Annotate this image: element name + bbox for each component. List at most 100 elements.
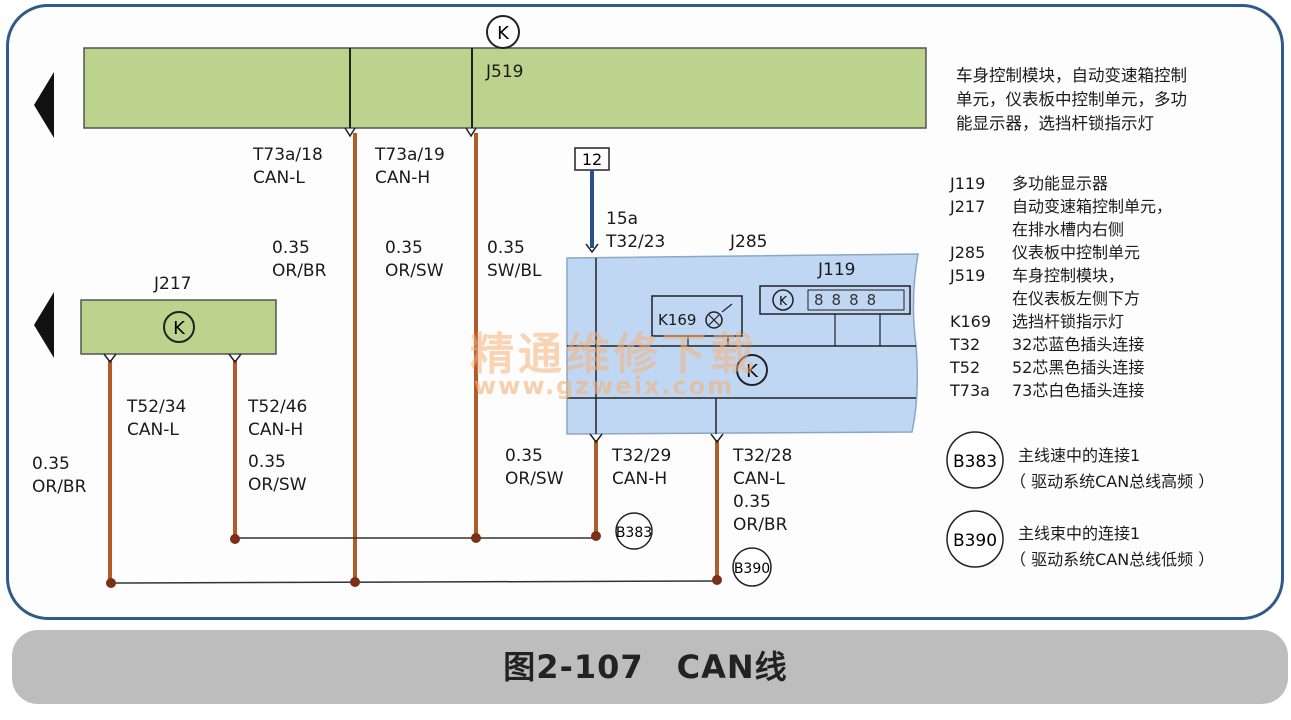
k169-label: K169 xyxy=(658,311,697,329)
legend-b390-circle xyxy=(946,510,1004,568)
legend-text: 车身控制模块， 在仪表板左侧下方 xyxy=(1012,266,1141,308)
connector-arrow xyxy=(103,353,117,364)
legend-b383-sub: （ 驱动系统CAN总线高频 ） xyxy=(1010,472,1215,491)
j519-module xyxy=(83,47,927,129)
legend-text: 52芯黑色插头连接 xyxy=(1012,358,1145,377)
t52-46-signal: CAN-H xyxy=(248,420,304,440)
j285-left-color: OR/SW xyxy=(505,469,564,489)
b390-circle xyxy=(732,547,772,587)
legend-item: T73a 73芯白色插头连接 xyxy=(950,379,1172,402)
t52-34-pin: T52/34 xyxy=(127,397,187,417)
mid-size: 0.35 xyxy=(248,452,286,472)
j217-module xyxy=(80,299,277,355)
legend-item: J119 多功能显示器 xyxy=(950,172,1172,195)
legend-text: 73芯白色插头连接 xyxy=(1012,381,1145,400)
can-symbol-j119 xyxy=(772,289,794,311)
legend-code: K169 xyxy=(950,312,992,331)
lamp-icon xyxy=(705,311,723,329)
connector-arrow xyxy=(589,433,603,444)
t32-28-pin: T32/28 xyxy=(733,446,793,466)
w1-color: OR/BR xyxy=(272,261,327,281)
legend-text: 仪表板中控制单元 xyxy=(1012,243,1141,262)
legend-code: T52 xyxy=(950,358,981,377)
splice-dot xyxy=(106,578,116,588)
legend-code: J519 xyxy=(950,266,986,285)
legend-item: T52 52芯黑色插头连接 xyxy=(950,356,1172,379)
legend-code: J119 xyxy=(950,174,986,193)
b383-circle xyxy=(615,512,653,550)
legend-text: 选挡杆锁指示灯 xyxy=(1012,312,1125,331)
legend-b390-sub: （ 驱动系统CAN总线低频 ） xyxy=(1010,550,1215,569)
can-symbol-j519-k: K xyxy=(497,23,510,44)
lamp-icon-ray xyxy=(721,303,733,313)
connector-arrow xyxy=(710,433,724,444)
t32-29-pin: T32/29 xyxy=(612,446,672,466)
legend-item: J285 仪表板中控制单元 xyxy=(950,241,1172,264)
b390-label: B390 xyxy=(734,561,770,577)
caption-bar xyxy=(12,630,1288,704)
t32-23-top: 15a xyxy=(606,209,639,229)
j217-label: J217 xyxy=(154,274,192,294)
legend-b390-label: B390 xyxy=(953,531,997,551)
j285-label: J285 xyxy=(730,232,768,252)
watermark-title: 精通维修下载 xyxy=(470,329,758,380)
legend-b383-circle xyxy=(946,431,1004,489)
can-symbol-j217 xyxy=(163,311,195,343)
t32-28-signal: CAN-L xyxy=(733,469,785,489)
w2-color: OR/SW xyxy=(385,261,444,281)
w2-size: 0.35 xyxy=(385,238,423,258)
can-symbol-j285-k: K xyxy=(746,361,759,382)
t52-34-signal: CAN-L xyxy=(127,420,179,440)
left-color: OR/BR xyxy=(32,477,87,497)
legend-item: T32 32芯蓝色插头连接 xyxy=(950,333,1172,356)
mid-color: OR/SW xyxy=(248,475,307,495)
can-symbol-j519 xyxy=(486,15,520,49)
j285-left-size: 0.35 xyxy=(505,446,543,466)
legend-item: K169 选挡杆锁指示灯 xyxy=(950,310,1172,333)
splice-dot xyxy=(471,533,481,543)
j119-display-text: 8888 xyxy=(814,291,885,309)
fuse-12-label: 12 xyxy=(582,150,602,169)
t73a19-signal: CAN-H xyxy=(375,168,431,188)
watermark-url: www.gzweix.com xyxy=(474,372,735,400)
connector-arrow xyxy=(585,243,599,254)
splice-dot xyxy=(591,531,601,541)
left-arrow-mid xyxy=(34,292,54,358)
w3-size: 0.35 xyxy=(487,238,525,258)
can-l-bus xyxy=(109,580,718,584)
connector-arrow xyxy=(465,127,477,138)
splice-dot xyxy=(230,534,240,544)
legend-b383-text: 主线速中的连接1 xyxy=(1018,446,1141,465)
j119-label: J119 xyxy=(818,260,856,280)
can-symbol-j285 xyxy=(736,354,768,386)
t73a19-pin: T73a/19 xyxy=(375,145,445,165)
j285-module xyxy=(566,253,919,435)
t32-29-signal: CAN-H xyxy=(612,469,668,489)
connector-arrow xyxy=(228,353,242,364)
connector-arrow xyxy=(344,127,356,138)
can-symbol-j217-k: K xyxy=(173,318,186,339)
t73a18-signal: CAN-L xyxy=(253,168,305,188)
can-symbol-j119-k: K xyxy=(779,294,788,308)
splice-dot xyxy=(712,575,722,585)
lamp-icon-cross xyxy=(708,314,720,326)
left-arrow-top xyxy=(34,72,54,138)
j119-display xyxy=(807,289,905,311)
t52-46-pin: T52/46 xyxy=(248,397,308,417)
legend-b383-label: B383 xyxy=(953,452,997,472)
b383-label: B383 xyxy=(616,525,652,541)
legend-item: J519 车身控制模块， 在仪表板左侧下方 xyxy=(950,264,1172,310)
w3-color: SW/BL xyxy=(487,261,542,281)
legend-text: 32芯蓝色插头连接 xyxy=(1012,335,1145,354)
legend-code: J285 xyxy=(950,243,986,262)
t32-23-pin: T32/23 xyxy=(606,232,666,252)
legend-code: T32 xyxy=(950,335,981,354)
left-size: 0.35 xyxy=(32,454,70,474)
legend-text: 自动变速箱控制单元， 在排水槽内右侧 xyxy=(1012,197,1173,239)
legend-text: 多功能显示器 xyxy=(1012,174,1109,193)
figure-caption: 图2-107 CAN线 xyxy=(503,648,788,686)
legend-code: T73a xyxy=(950,381,990,400)
